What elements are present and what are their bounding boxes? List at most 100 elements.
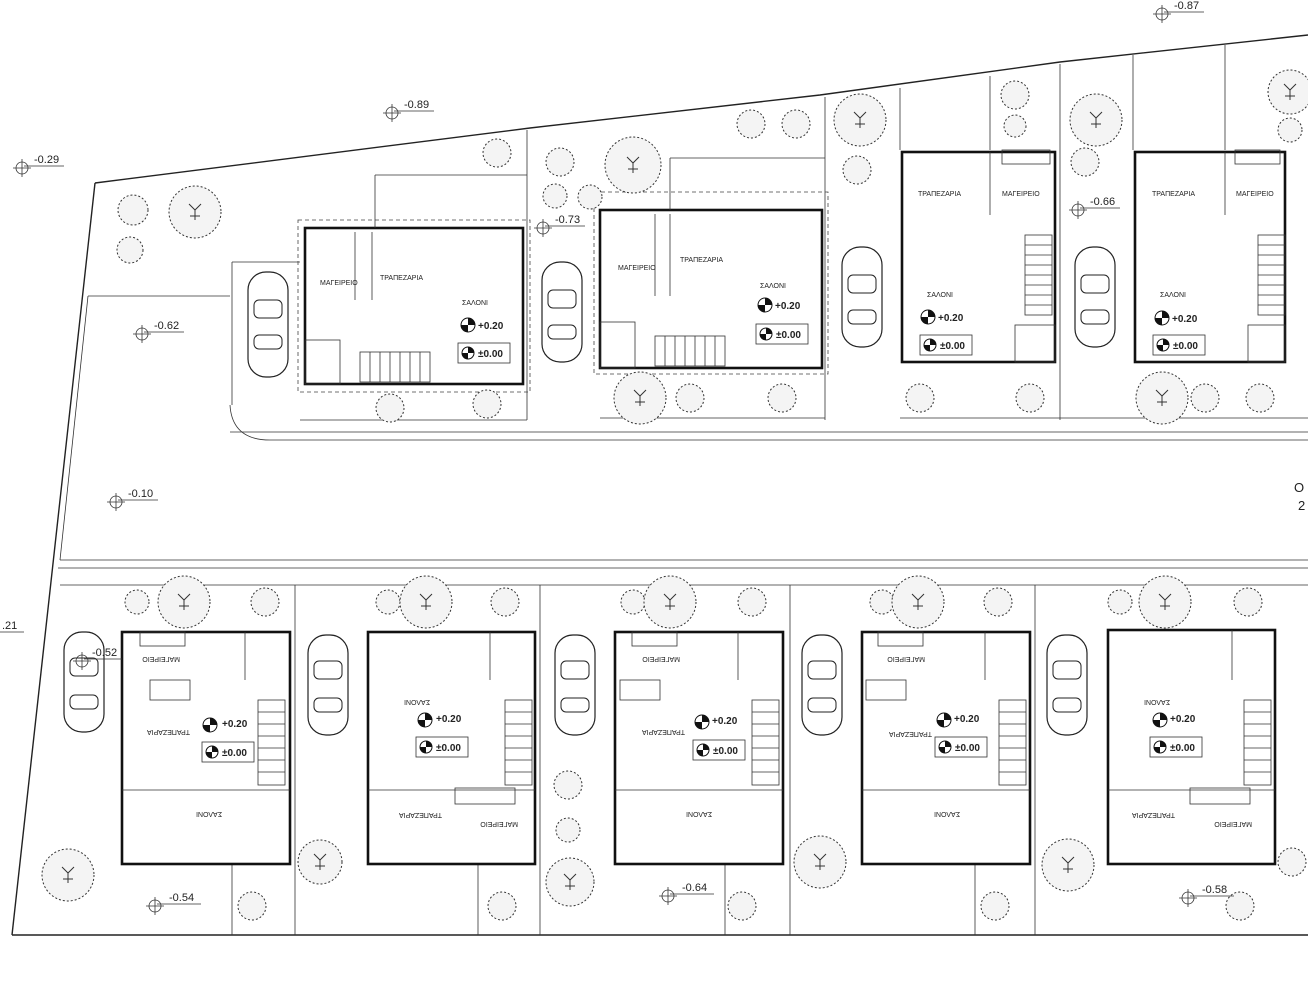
tree-icon <box>553 770 583 800</box>
tree-icon <box>620 589 646 615</box>
room-label-living: ΣΑΛΟΝΙ <box>1144 698 1170 705</box>
tree-icon <box>116 236 144 264</box>
level-label-ground: ±0.00 <box>776 330 801 341</box>
tree-icon <box>781 109 811 139</box>
tree-icon <box>124 589 150 615</box>
tree-icon <box>1000 80 1030 110</box>
level-label-upper: +0.20 <box>222 719 248 730</box>
stair <box>257 699 286 786</box>
tree-icon <box>237 891 267 921</box>
tree-icon <box>1267 69 1308 115</box>
stair <box>359 351 431 383</box>
tree-trunk <box>911 593 925 610</box>
level-marker: +0.20 <box>417 712 462 728</box>
house-north-4: ΤΡΑΠΕΖΑΡΙΑ ΜΑΓΕΙΡΕΙΟ ΣΑΛΟΝΙ +0.20 ±0.00 <box>1074 149 1287 364</box>
level-label-upper: +0.20 <box>1170 714 1196 725</box>
house-north-3: ΤΡΑΠΕΖΑΡΙΑ ΜΑΓΕΙΡΕΙΟ ΣΑΛΟΝΙ +0.20 ±0.00 <box>841 149 1057 364</box>
room-label-kitchen: ΜΑΓΕΙΡΕΙΟ <box>1214 820 1252 827</box>
car-icon <box>307 634 349 736</box>
tree-icon <box>482 138 512 168</box>
house-south-2: ΣΑΛΟΝΙ ΤΡΑΠΕΖΑΡΙΑ ΜΑΓΕΙΡΕΙΟ +0.20 ±0.00 <box>307 630 537 866</box>
elevation-marker: -0.54 <box>146 892 201 915</box>
level-label-upper: +0.20 <box>938 313 964 324</box>
room-label-dining: ΤΡΑΠΕΖΑΡΙΑ <box>147 728 190 735</box>
elevation-marker: -0.58 <box>1179 884 1234 907</box>
tree-trunk <box>419 593 433 610</box>
south-houses: ΜΑΓΕΙΡΕΙΟ ΤΡΑΠΕΖΑΡΙΑ ΣΑΛΟΝΙ +0.20 ±0.00 <box>63 628 1277 866</box>
elevation-label: -0.73 <box>555 214 580 226</box>
elevation-marker: .21 <box>0 620 24 633</box>
level-label-upper: +0.20 <box>954 714 980 725</box>
stair <box>998 699 1027 786</box>
room-label-living: ΣΑΛΟΝΙ <box>760 283 786 290</box>
tree-trunk <box>813 853 827 870</box>
elevation-label: -0.62 <box>154 320 179 332</box>
north-houses: ΜΑΓΕΙΡΕΙΟ ΤΡΑΠΕΖΑΡΙΑ ΣΑΛΟΝΙ +0.20 ±0.00 <box>247 149 1287 393</box>
elevation-marker: -0.87 <box>1153 0 1204 23</box>
site-boundary <box>11 34 1308 936</box>
tree-icon <box>555 817 581 843</box>
level-label-ground: ±0.00 <box>1173 341 1198 352</box>
tree-trunk <box>1061 856 1075 873</box>
room-label-dining: ΤΡΑΠΕΖΑΡΙΑ <box>1152 191 1195 198</box>
elevation-label: -0.29 <box>34 154 59 166</box>
tree-icon <box>250 587 280 617</box>
car-icon <box>247 271 289 378</box>
elevation-label: -0.89 <box>404 99 429 111</box>
elevation-marker: -0.29 <box>13 154 64 177</box>
level-label-upper: +0.20 <box>1172 314 1198 325</box>
house-south-5: ΣΑΛΟΝΙ ΤΡΑΠΕΖΑΡΙΑ ΜΑΓΕΙΡΕΙΟ +0.20 ±0.00 <box>1046 628 1277 866</box>
tree-icon <box>542 183 568 209</box>
elevation-label: -0.58 <box>1202 884 1227 896</box>
tree-trunk <box>663 593 677 610</box>
tree-trunk <box>188 203 202 220</box>
stair <box>1257 234 1286 316</box>
level-marker: +0.20 <box>694 714 738 730</box>
access-road <box>58 404 1308 569</box>
tree-icon <box>1190 383 1220 413</box>
elevation-marker: -0.89 <box>383 99 434 122</box>
tree-trunk <box>177 593 191 610</box>
room-label-kitchen: ΜΑΓΕΙΡΕΙΟ <box>642 655 680 662</box>
room-label-dining: ΤΡΑΠΕΖΑΡΙΑ <box>918 191 961 198</box>
room-label-kitchen: ΜΑΓΕΙΡΕΙΟ <box>480 820 518 827</box>
tree-icon <box>983 587 1013 617</box>
room-label-kitchen: ΜΑΓΕΙΡΕΙΟ <box>1236 191 1274 198</box>
house-north-1: ΜΑΓΕΙΡΕΙΟ ΤΡΑΠΕΖΑΡΙΑ ΣΑΛΟΝΙ +0.20 ±0.00 <box>247 174 531 393</box>
room-label-dining: ΤΡΑΠΕΖΑΡΙΑ <box>380 275 423 282</box>
level-label-ground: ±0.00 <box>713 746 738 757</box>
tree-icon <box>577 184 603 210</box>
house-north-2: ΜΑΓΕΙΡΕΙΟ ΤΡΑΠΕΖΑΡΙΑ ΣΑΛΟΝΙ +0.20 ±0.00 <box>541 157 829 375</box>
room-label-living: ΣΑΛΟΝΙ <box>462 300 488 307</box>
tree-icon <box>905 383 935 413</box>
level-marker: ±0.00 <box>1149 736 1203 758</box>
elevation-marker: -0.62 <box>133 320 184 343</box>
tree-trunk <box>853 111 867 128</box>
room-label-living: ΣΑΛΟΝΙ <box>927 292 953 299</box>
tree-trunk <box>563 873 577 890</box>
room-label-living: ΣΑΛΟΝΙ <box>1160 292 1186 299</box>
level-marker: +0.20 <box>1154 310 1198 326</box>
level-marker: +0.20 <box>202 717 248 733</box>
room-label-living: ΣΑΛΟΝΙ <box>686 810 712 817</box>
tree-icon <box>767 383 797 413</box>
room-label-kitchen: ΜΑΓΕΙΡΕΙΟ <box>618 265 656 272</box>
level-label-upper: +0.20 <box>775 301 801 312</box>
tree-icon <box>727 891 757 921</box>
level-label-ground: ±0.00 <box>222 748 247 759</box>
elevation-label: -0.54 <box>169 892 194 904</box>
elevation-label: -0.10 <box>128 488 153 500</box>
elevation-marker: -0.64 <box>659 882 714 905</box>
elevation-marker: -0.66 <box>1069 196 1120 219</box>
house-south-4: ΜΑΓΕΙΡΕΙΟ ΤΡΑΠΕΖΑΡΙΑ ΣΑΛΟΝΙ +0.20 ±0.00 <box>801 630 1032 866</box>
house-south-3: ΜΑΓΕΙΡΕΙΟ ΤΡΑΠΕΖΑΡΙΑ ΣΑΛΟΝΙ +0.20 ±0.00 <box>554 630 785 866</box>
car-icon <box>801 634 843 736</box>
tree-trunk <box>1283 83 1297 100</box>
stair <box>1243 699 1272 786</box>
level-label-upper: +0.20 <box>436 714 462 725</box>
tree-trunk <box>61 866 75 883</box>
stair <box>504 699 533 786</box>
level-label-ground: ±0.00 <box>955 743 980 754</box>
level-marker: ±0.00 <box>201 741 255 763</box>
